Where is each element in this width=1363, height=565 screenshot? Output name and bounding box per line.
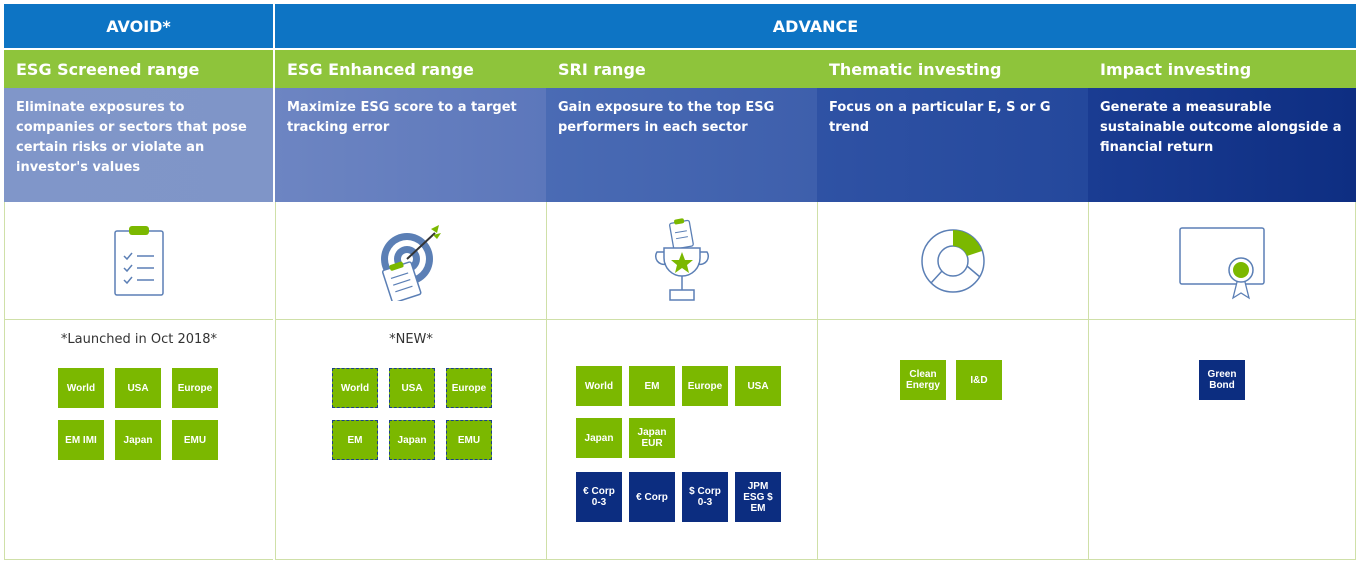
bond-product-tile: JPM ESG $ EM [735, 472, 781, 522]
column-sri: SRI range Gain exposure to the top ESG p… [546, 50, 817, 560]
column-impact: Impact investing Generate a measurable s… [1088, 50, 1356, 560]
column-icon-cell [4, 202, 273, 320]
product-tile: Japan EUR [629, 418, 675, 458]
esg-range-diagram: AVOID* ADVANCE ESG Screened range Elimin… [4, 4, 1356, 560]
product-tile: Japan [115, 420, 161, 460]
bond-product-tile: $ Corp 0-3 [682, 472, 728, 522]
donut-chart-icon [921, 228, 985, 293]
column-description: Eliminate exposures to companies or sect… [4, 88, 273, 202]
column-thematic: Thematic investing Focus on a particular… [817, 50, 1088, 560]
product-tile: EM [332, 420, 378, 460]
column-title: SRI range [546, 50, 817, 88]
product-tile: USA [735, 366, 781, 406]
category-row: AVOID* ADVANCE [4, 4, 1356, 48]
bond-product-tile: Green Bond [1199, 360, 1245, 400]
product-tile: I&D [956, 360, 1002, 400]
column-description: Focus on a particular E, S or G trend [817, 88, 1088, 202]
product-cell: Clean Energy I&D [817, 320, 1088, 560]
product-tile: Europe [446, 368, 492, 408]
product-tile: World [332, 368, 378, 408]
column-description: Generate a measurable sustainable outcom… [1088, 88, 1356, 202]
product-cell: *NEW* World USA Europe EM Japan EMU [275, 320, 546, 560]
target-icon [381, 224, 441, 301]
product-cell: *Launched in Oct 2018* World USA Europe … [4, 320, 273, 560]
column-title: ESG Enhanced range [275, 50, 546, 88]
column-title: Thematic investing [817, 50, 1088, 88]
product-tile: World [58, 368, 104, 408]
product-tile: EM [629, 366, 675, 406]
column-title: Impact investing [1088, 50, 1356, 88]
column-description: Maximize ESG score to a target tracking … [275, 88, 546, 202]
product-tile: Clean Energy [900, 360, 946, 400]
column-icon-cell [1088, 202, 1356, 320]
product-tile: Europe [172, 368, 218, 408]
product-tile: World [576, 366, 622, 406]
column-title: ESG Screened range [4, 50, 273, 88]
product-tile: EMU [172, 420, 218, 460]
category-avoid: AVOID* [4, 4, 273, 48]
bond-product-tile: € Corp 0-3 [576, 472, 622, 522]
launch-note: *Launched in Oct 2018* [60, 332, 218, 347]
product-tile: EMU [446, 420, 492, 460]
product-tile: Japan [576, 418, 622, 458]
certificate-icon [1179, 226, 1265, 299]
checklist-icon [114, 225, 164, 296]
column-icon-cell [817, 202, 1088, 320]
product-tile: Europe [682, 366, 728, 406]
category-advance: ADVANCE [275, 4, 1356, 48]
product-cell: World EM Europe USA Japan Japan EUR € Co… [546, 320, 817, 560]
column-icon-cell [546, 202, 817, 320]
product-tile: USA [389, 368, 435, 408]
column-icon-cell [275, 202, 546, 320]
bond-product-tile: € Corp [629, 472, 675, 522]
product-tile: EM IMI [58, 420, 104, 460]
trophy-icon [654, 217, 710, 301]
product-tile: Japan [389, 420, 435, 460]
column-esg-enhanced: ESG Enhanced range Maximize ESG score to… [275, 50, 546, 560]
product-tile: USA [115, 368, 161, 408]
new-note: *NEW* [389, 332, 433, 347]
column-esg-screened: ESG Screened range Eliminate exposures t… [4, 50, 273, 560]
product-cell: Green Bond [1088, 320, 1356, 560]
column-description: Gain exposure to the top ESG performers … [546, 88, 817, 202]
